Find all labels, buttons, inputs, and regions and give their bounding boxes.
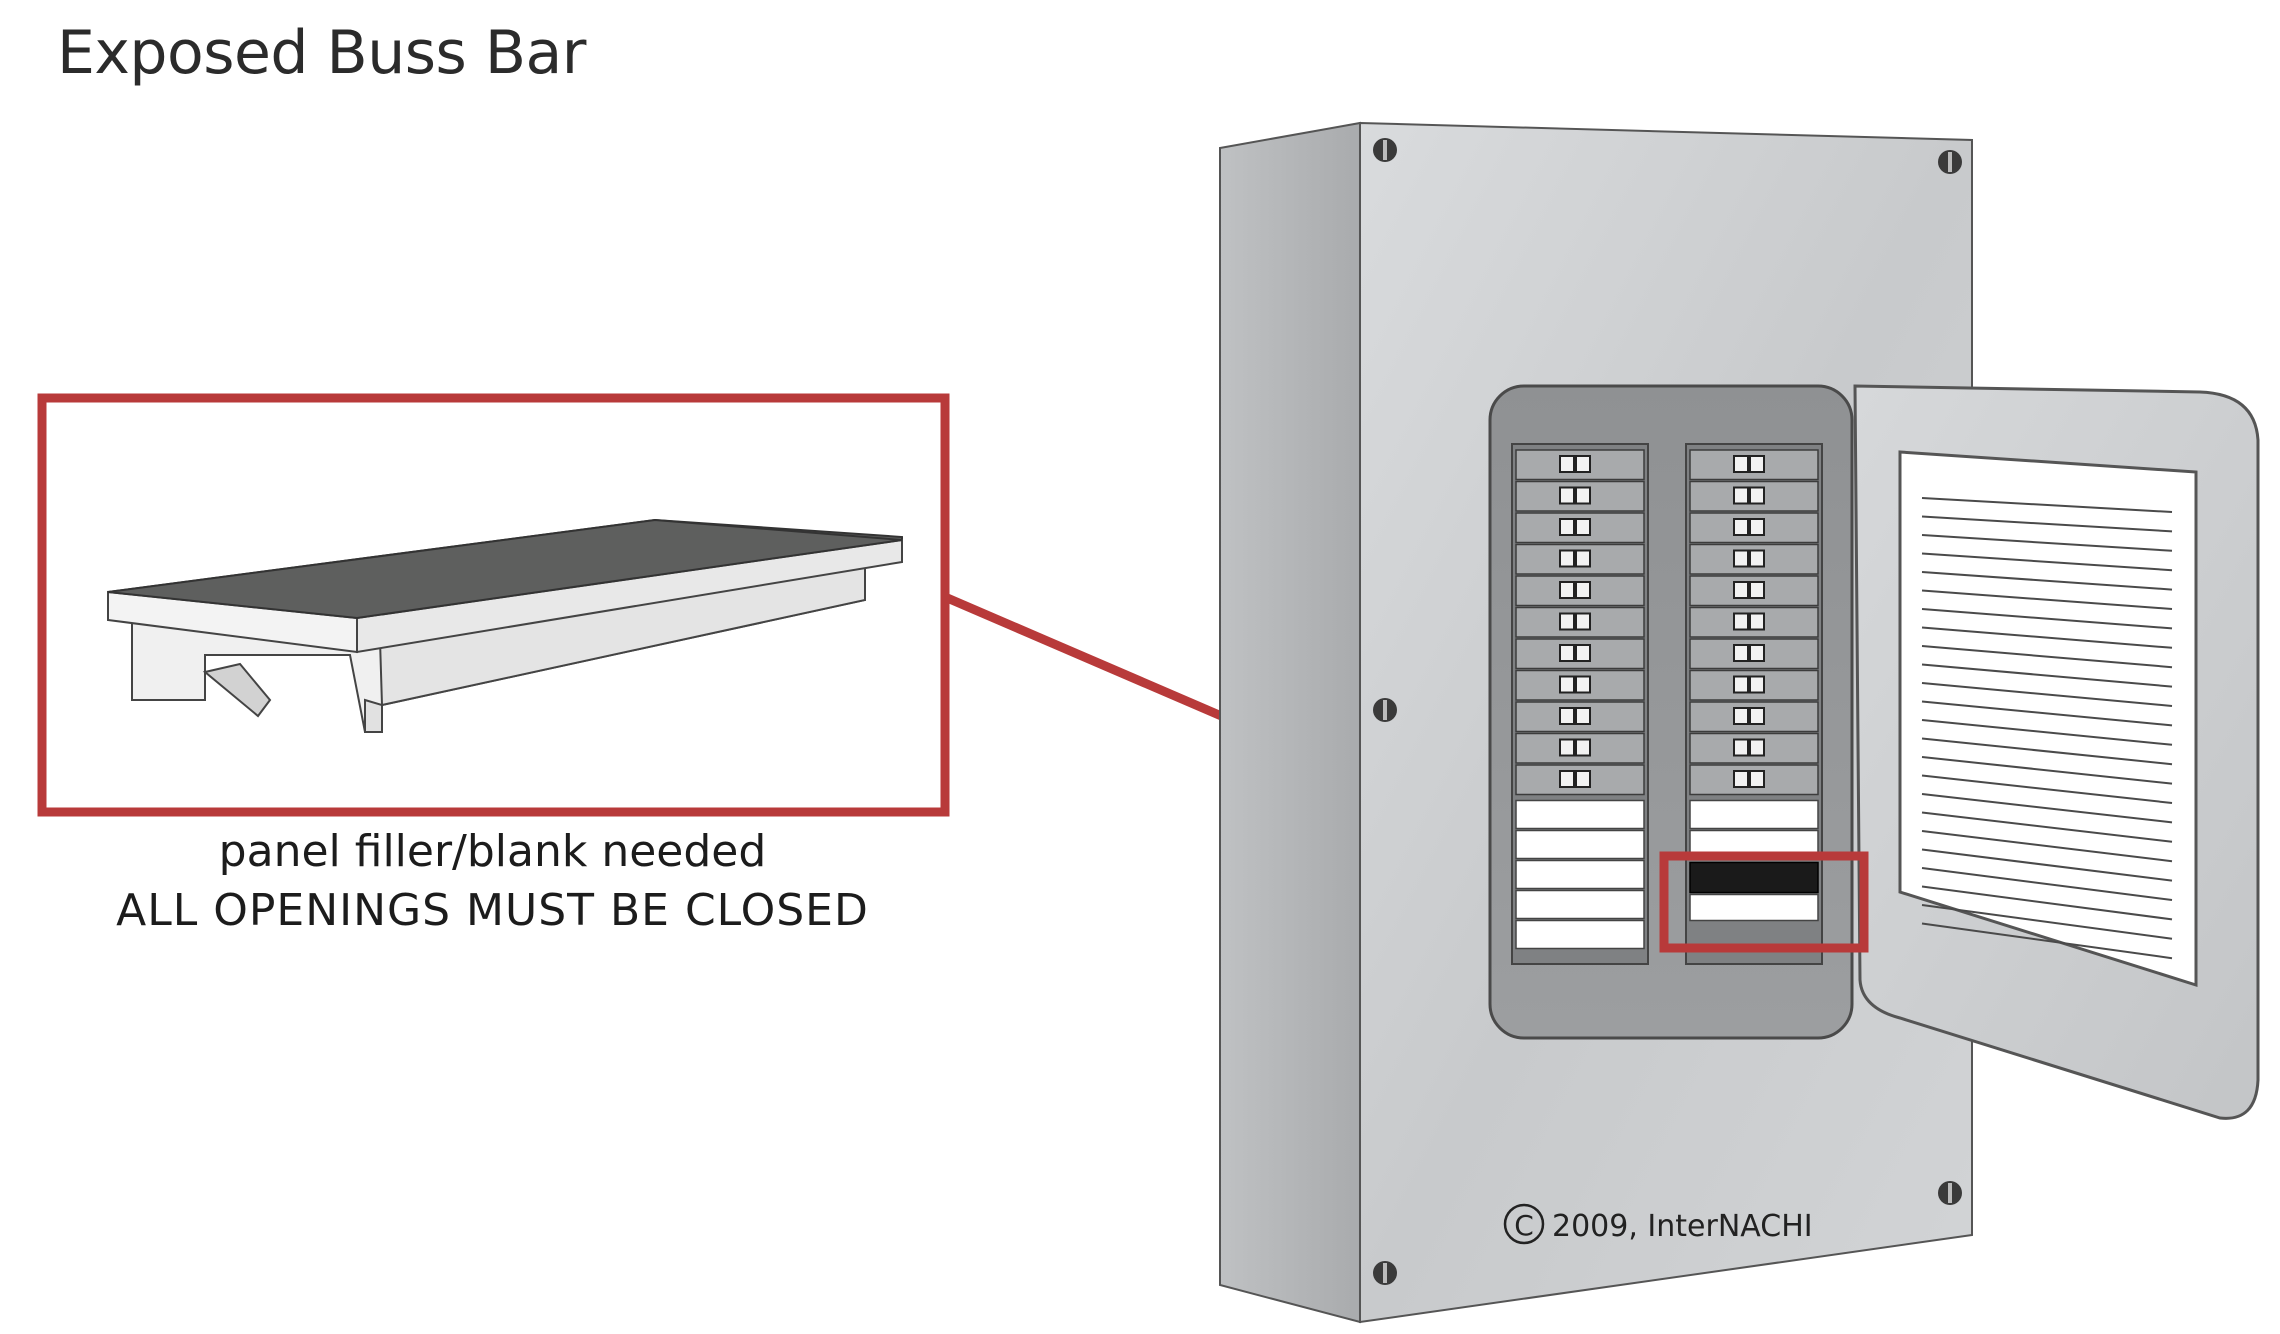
blank-filler-plate: [1515, 859, 1645, 890]
directory-lines: [1921, 497, 2173, 960]
directory-line: [1921, 626, 2173, 649]
panel-directory-card: [1898, 450, 2198, 988]
breaker-column-left: [1511, 443, 1649, 965]
breaker: [1689, 669, 1819, 701]
screw-icon: [1373, 698, 1397, 722]
directory-line: [1921, 534, 2173, 552]
breaker: [1515, 480, 1645, 512]
screw-icon: [1938, 150, 1962, 174]
breaker: [1689, 543, 1819, 575]
breaker: [1689, 606, 1819, 638]
diagram-title: Exposed Buss Bar: [57, 18, 586, 88]
screw-icon: [1373, 1261, 1397, 1285]
directory-line: [1921, 589, 2173, 610]
breaker: [1689, 764, 1819, 796]
panel-filler-blank: [107, 518, 903, 733]
copyright-symbol: C: [1514, 1209, 1534, 1242]
blank-filler-plate: [1689, 799, 1819, 830]
panel-screws: [1373, 138, 1962, 1285]
breaker: [1515, 449, 1645, 481]
breaker: [1689, 701, 1819, 733]
copyright-circle-icon: [1503, 1203, 1545, 1245]
directory-line: [1921, 793, 2173, 824]
directory-line: [1921, 756, 2173, 785]
breaker: [1515, 764, 1645, 796]
directory-line: [1921, 904, 2173, 940]
breaker: [1515, 701, 1645, 733]
copyright-text: 2009, InterNACHI: [1552, 1209, 1813, 1244]
blank-filler-plate: [1515, 829, 1645, 860]
directory-line: [1921, 608, 2173, 630]
directory-line: [1921, 700, 2173, 727]
directory-line: [1921, 811, 2173, 843]
breaker: [1689, 575, 1819, 607]
directory-line: [1921, 497, 2173, 513]
callout-caption-line1: panel filler/blank needed: [218, 826, 767, 877]
blank-filler-plate: [1515, 799, 1645, 830]
breaker: [1689, 512, 1819, 544]
directory-line: [1921, 867, 2173, 901]
breaker-column-right: [1685, 443, 1823, 965]
breaker: [1515, 606, 1645, 638]
breaker: [1689, 732, 1819, 764]
callout-caption-line2: ALL OPENINGS MUST BE CLOSED: [116, 885, 869, 936]
directory-line: [1921, 737, 2173, 766]
directory-line: [1921, 719, 2173, 746]
exposed-opening-highlight: [1659, 851, 1869, 953]
breaker: [1515, 732, 1645, 764]
exposed-buss-bar-opening: [1689, 861, 1819, 894]
breaker: [1515, 512, 1645, 544]
breaker: [1689, 638, 1819, 670]
breaker: [1515, 638, 1645, 670]
breaker: [1689, 480, 1819, 512]
directory-line: [1921, 682, 2173, 707]
directory-line: [1921, 830, 2173, 863]
directory-line: [1921, 645, 2173, 669]
directory-line: [1921, 885, 2173, 921]
breaker: [1689, 449, 1819, 481]
directory-line: [1921, 515, 2173, 533]
directory-line: [1921, 663, 2173, 688]
breaker: [1515, 669, 1645, 701]
filler-callout: [37, 393, 950, 817]
directory-line: [1921, 848, 2173, 882]
directory-line: [1921, 922, 2173, 960]
blank-filler-plate: [1515, 889, 1645, 920]
directory-line: [1921, 774, 2173, 804]
directory-line: [1921, 571, 2173, 591]
copyright-mark: C 2009, InterNACHI: [1503, 1203, 1813, 1245]
breaker: [1515, 543, 1645, 575]
blank-filler-plate: [1689, 893, 1819, 922]
screw-icon: [1938, 1181, 1962, 1205]
panel-side: [1219, 121, 1361, 1324]
screw-icon: [1373, 138, 1397, 162]
breaker: [1515, 575, 1645, 607]
electrical-panel: [1219, 121, 2260, 1324]
blank-filler-plate: [1515, 919, 1645, 950]
directory-line: [1921, 552, 2173, 572]
